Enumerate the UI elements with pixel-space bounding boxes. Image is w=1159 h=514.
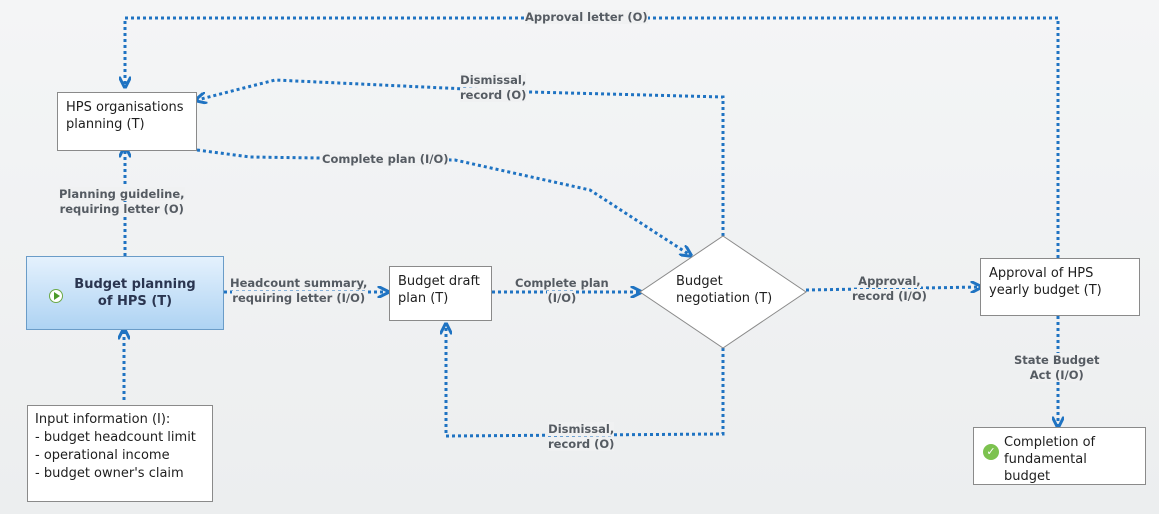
label-line: Complete plan (I/O) (322, 152, 449, 166)
label-line: record (O) (460, 88, 527, 102)
label-approval-letter-text: Approval letter (O) (525, 10, 648, 24)
node-budget-planning[interactable]: Budget planning of HPS (T) (26, 256, 224, 330)
decision-diamond[interactable] (639, 235, 807, 349)
label-approval-letter: Approval letter (O) (525, 10, 648, 25)
node-budget-draft-label: Budget draft plan (T) (398, 274, 480, 306)
label-line: Dismissal, (548, 422, 615, 436)
node-completion-label: Completion of fundamental budget (1004, 435, 1096, 484)
label-line: Complete plan (515, 276, 609, 290)
label-dismissal-top: Dismissal, record (O) (460, 73, 527, 103)
input-info-item: - operational income (35, 448, 170, 463)
check-icon: ✓ (983, 444, 999, 460)
node-approval-yearly-label: Approval of HPS yearly budget (T) (989, 266, 1102, 298)
node-completion[interactable]: ✓ Completion of fundamental budget (973, 427, 1146, 485)
edge-approval-record (805, 287, 980, 290)
label-approval-record: Approval, record (I/O) (852, 274, 927, 304)
label-planning-guideline: Planning guideline, requiring letter (O) (59, 187, 185, 217)
edge-complete-plan-top (196, 148, 690, 255)
node-hps-org-planning[interactable]: HPS organisations planning (T) (57, 92, 197, 151)
node-hps-org-planning-label: HPS organisations planning (T) (66, 100, 184, 132)
node-input-info[interactable]: Input information (I): - budget headcoun… (27, 405, 213, 502)
input-info-item: - budget owner's claim (35, 466, 184, 481)
label-dismissal-bottom: Dismissal, record (O) (548, 422, 615, 452)
input-info-item: - budget headcount limit (35, 430, 196, 445)
label-complete-plan-mid: Complete plan (I/O) (515, 276, 609, 306)
label-line: Headcount summary, (230, 276, 368, 290)
node-budget-draft[interactable]: Budget draft plan (T) (389, 266, 492, 321)
label-line: Dismissal, (460, 73, 527, 87)
edge-dismissal-bottom (446, 325, 725, 438)
label-line: record (I/O) (852, 289, 927, 303)
label-line: requiring letter (O) (59, 202, 184, 216)
label-line: Planning guideline, (59, 187, 185, 201)
play-icon (49, 289, 63, 303)
node-budget-planning-label: Budget planning of HPS (T) (74, 277, 196, 309)
label-line: Act (I/O) (1029, 368, 1084, 382)
label-line: State Budget (1014, 353, 1100, 367)
input-info-title: Input information (I): (35, 412, 171, 427)
edge-dismissal-top (197, 78, 725, 236)
label-headcount-summary: Headcount summary, requiring letter (I/O… (230, 276, 368, 306)
node-budget-negotiation-label: Budget negotiation (T) (676, 274, 773, 306)
node-approval-yearly[interactable]: Approval of HPS yearly budget (T) (980, 258, 1140, 316)
label-line: Approval, (858, 274, 921, 288)
edge-approval-letter (125, 16, 1060, 258)
label-state-budget: State Budget Act (I/O) (1014, 353, 1100, 383)
label-line: (I/O) (547, 291, 577, 305)
label-line: requiring letter (I/O) (232, 291, 366, 305)
label-complete-plan-top: Complete plan (I/O) (322, 152, 449, 167)
label-line: record (O) (548, 437, 615, 451)
